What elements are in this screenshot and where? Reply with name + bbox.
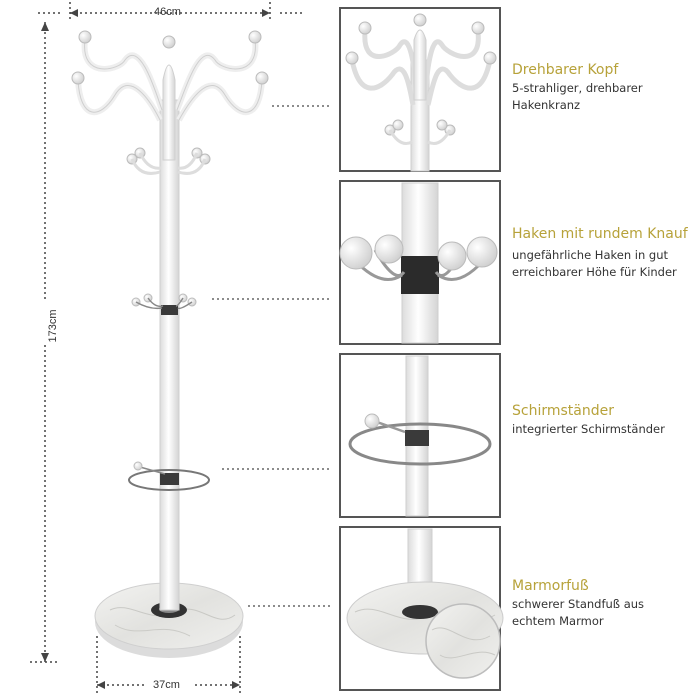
feature-desc-head: 5-strahliger, drehbarer Hakenkranz xyxy=(512,81,643,112)
height-label: 173cm xyxy=(47,309,59,343)
feature-desc-umbrella: integrierter Schirmständer xyxy=(512,422,665,436)
feature-desc-base: schwerer Standfuß aus echtem Marmor xyxy=(512,597,645,628)
detail-panel-umbrella xyxy=(339,353,501,518)
arrow-left-icon xyxy=(97,681,105,689)
feature-title-head: Drehbarer Kopf xyxy=(512,62,619,78)
detail-panel-head xyxy=(339,7,501,172)
feature-title-hooks: Haken mit rundem Knauf xyxy=(512,226,688,242)
arrow-right-icon xyxy=(262,9,270,17)
arrow-down-icon xyxy=(41,653,49,662)
coat-stand xyxy=(71,30,269,658)
base-label: 37cm xyxy=(153,679,180,691)
feature-title-umbrella: Schirmständer xyxy=(512,403,614,419)
feature-title-base: Marmorfuß xyxy=(512,578,589,594)
detail-panel-hooks xyxy=(339,180,501,345)
arrow-left-icon xyxy=(70,9,78,17)
width-label: 46cm xyxy=(154,6,181,18)
detail-panel-base xyxy=(339,526,504,691)
width-dimension-line xyxy=(38,2,305,22)
base-dimension-line xyxy=(96,636,241,695)
feature-desc-hooks: ungefährliche Haken in gut erreichbarer … xyxy=(512,248,677,279)
arrow-up-icon xyxy=(41,22,49,31)
arrow-right-icon xyxy=(232,681,240,689)
connector-lines xyxy=(212,105,330,607)
